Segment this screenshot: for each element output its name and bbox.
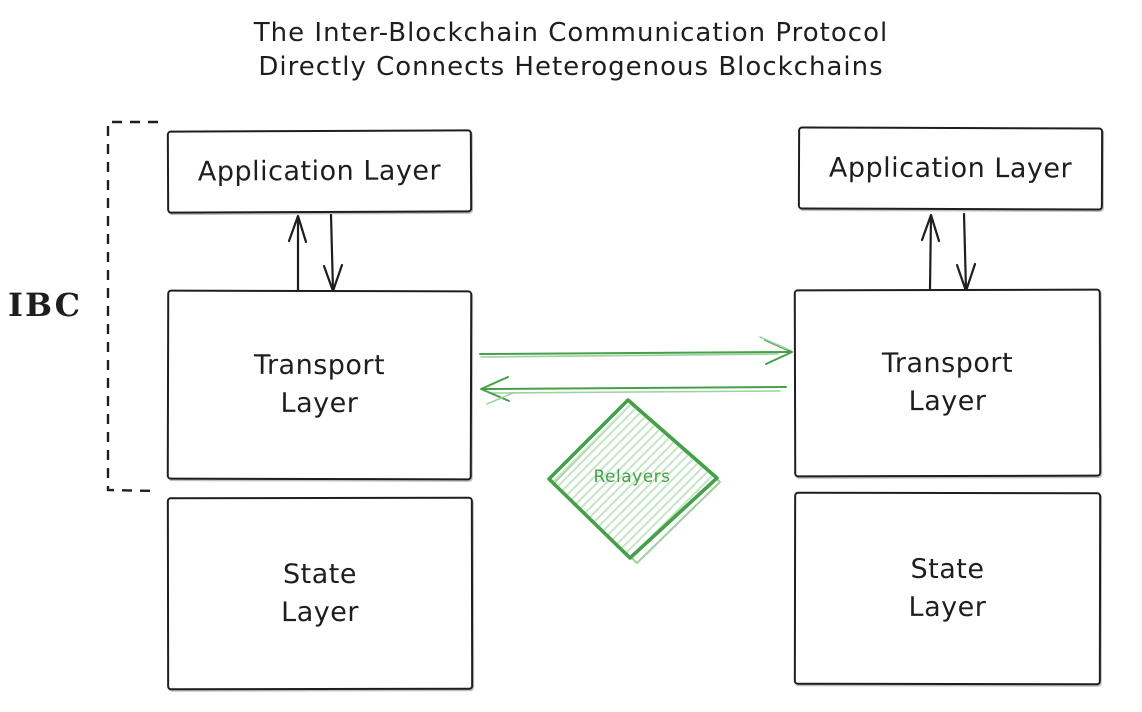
down-arrow-icon-right-chain bbox=[955, 212, 977, 293]
left-transport-layer-label-line1: Transport bbox=[253, 349, 386, 382]
up-arrow-icon-left-chain bbox=[287, 214, 308, 292]
relayers-label: Relayers bbox=[593, 467, 671, 487]
green-arrow-right-icon bbox=[479, 336, 793, 365]
diagram-title-line1: The Inter-Blockchain Communication Proto… bbox=[253, 18, 889, 48]
right-transport-layer-box: Transport Layer bbox=[793, 288, 1102, 478]
right-state-layer-label-line1: State bbox=[910, 553, 985, 585]
right-transport-layer-label-line1: Transport bbox=[881, 347, 1014, 380]
ibc-label: IBC bbox=[8, 286, 83, 324]
left-transport-layer-label-line2: Layer bbox=[280, 387, 359, 420]
left-application-layer-label: Application Layer bbox=[197, 154, 442, 188]
right-application-layer-box: Application Layer bbox=[797, 126, 1104, 211]
right-application-layer-label: Application Layer bbox=[828, 152, 1073, 184]
left-state-layer-label-line1: State bbox=[282, 558, 357, 590]
right-transport-layer-label-line2: Layer bbox=[908, 385, 987, 418]
ibc-bracket-icon bbox=[106, 120, 158, 493]
right-state-layer-label-line2: Layer bbox=[908, 591, 987, 623]
down-arrow-icon-left-chain bbox=[322, 213, 344, 293]
green-arrow-left-icon bbox=[480, 376, 787, 405]
up-arrow-icon-right-chain bbox=[920, 213, 941, 291]
left-state-layer-box: State Layer bbox=[166, 496, 474, 691]
left-application-layer-box: Application Layer bbox=[166, 129, 473, 214]
left-transport-layer-box: Transport Layer bbox=[166, 289, 473, 481]
diagram-title-line2: Directly Connects Heterogenous Blockchai… bbox=[258, 52, 884, 82]
right-state-layer-box: State Layer bbox=[793, 491, 1102, 686]
relayers-diamond-icon bbox=[547, 398, 721, 564]
left-state-layer-label-line2: Layer bbox=[281, 596, 359, 628]
